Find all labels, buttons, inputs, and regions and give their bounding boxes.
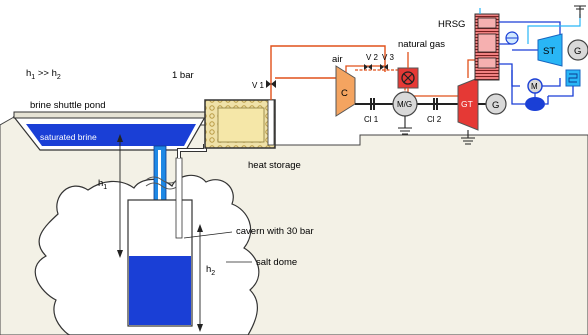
generator-st-label: G [574,46,581,57]
depth-h2-label: h2 [206,264,215,277]
salt-dome-label: salt dome [256,257,297,268]
dim-h2-arrow-top [197,224,203,232]
depth-h1-label: h1 [98,178,107,191]
natural-gas-label: natural gas [398,39,445,50]
cavern-label: cavern with 30 bar [236,226,314,237]
pressure-label: 1 bar [172,70,194,81]
heat-storage-label: heat storage [248,160,301,171]
clutch-1-label: Cl 1 [364,115,379,124]
valve-v3[interactable] [380,64,388,70]
circle-x-mark [403,73,413,83]
air-label: air [332,54,343,65]
gas-valve[interactable] [397,67,419,89]
steam-turbine[interactable] [537,33,563,67]
bowtie-valve-icon [380,64,388,70]
valve-v1[interactable] [266,80,276,88]
hrsg-label: HRSG [438,19,465,30]
hrsg-coil-1 [477,17,497,29]
pond-label: brine shuttle pond [30,100,106,111]
valve-v1-label: V 1 [252,81,265,90]
cavern-brine [129,256,191,325]
shaft-break [145,176,179,190]
condenser-coil [568,73,578,83]
bowtie-valve-icon [266,80,276,88]
dimension-h2 [197,224,203,332]
steam-turbine-label: ST [543,46,555,57]
hrsg[interactable] [474,13,500,81]
motor-generator-label: M/G [397,100,412,109]
brine-label: saturated brine [40,132,97,142]
dim-h1-arrow-top [117,134,123,142]
valve-v3-label: V 3 [382,53,395,62]
storage-pipe [267,99,275,146]
cavern-leader [183,231,233,239]
ground-icon [461,130,475,145]
brine-fill [26,124,196,146]
generator-gt[interactable] [485,93,507,115]
bowtie-valve-icon [364,64,372,70]
steam-line-mid [499,38,538,51]
heat-storage-core [217,107,265,143]
dim-h1-arrow-bot [117,250,123,258]
condenser-return [548,86,574,97]
clutch-2-label: Cl 2 [427,115,442,124]
pond-rim [13,111,206,119]
cooling-line [479,8,581,44]
gas-turbine-label: GT [461,99,473,109]
generator-gt-label: G [492,100,499,111]
cavern-air-pipe [175,157,183,239]
hrsg-coil-3 [477,57,497,69]
air-line-top [270,45,386,100]
ground-icon [574,5,586,18]
compressor-label: C [341,88,348,99]
valve-v2[interactable] [364,64,372,70]
gt-exhaust [467,59,475,78]
generator-st[interactable] [567,39,588,61]
dimension-h1 [117,134,123,258]
feed-line [511,70,549,105]
gas-turbine[interactable] [457,77,479,131]
valve-v2-label: V 2 [366,53,379,62]
hrsg-coil-2 [477,33,497,53]
relation-label: h1 >> h2 [26,68,61,81]
feed-pump[interactable] [525,97,545,111]
ground-icon [398,116,412,135]
dim-h2-arrow-bot [197,324,203,332]
pump-motor-label: M [531,82,538,91]
circle-x-icon [401,71,415,85]
